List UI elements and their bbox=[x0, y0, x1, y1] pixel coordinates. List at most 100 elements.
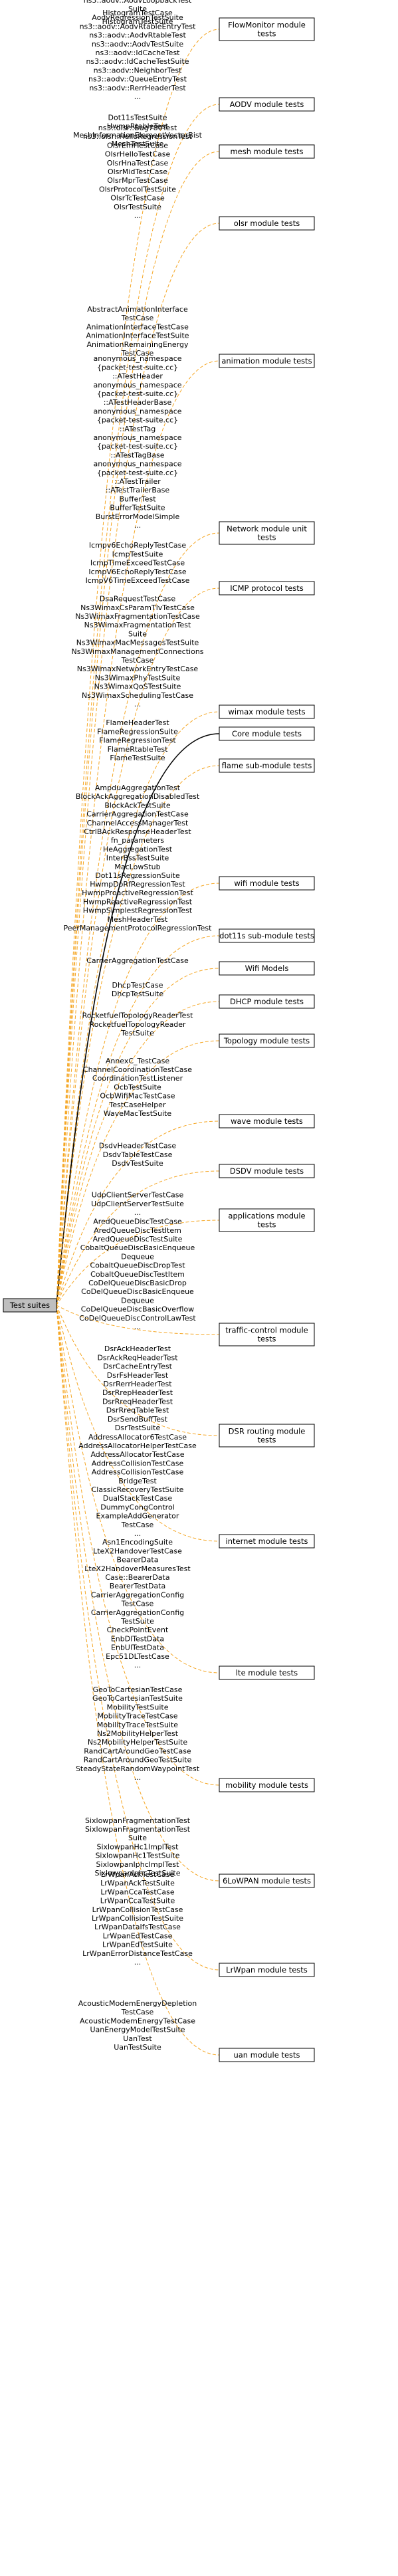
module-node-label: traffic-control module bbox=[225, 1326, 308, 1335]
edge-label-line: ... bbox=[134, 1323, 142, 1331]
edge-label-line: TestCase bbox=[121, 2008, 154, 2016]
module-node-wifi[interactable]: wifi module tests bbox=[219, 876, 315, 891]
edge-label-line: {packet-test-suite.cc} bbox=[97, 363, 178, 372]
module-node-olsr[interactable]: olsr module tests bbox=[219, 216, 315, 231]
edge-label-line: Suite bbox=[128, 629, 147, 638]
edge-label-line: UanTestSuite bbox=[114, 2043, 161, 2052]
edge-labels-layer: HistogramTestCaseHistogramTestSuitens3::… bbox=[64, 0, 213, 2052]
module-node-box bbox=[219, 1424, 315, 1448]
edge-label-line: UdpClientServerTestCase bbox=[92, 1191, 184, 1200]
edge-label-line: ::ATestTrailer bbox=[114, 477, 161, 486]
module-node-flame[interactable]: flame sub-module tests bbox=[219, 758, 315, 773]
edge-lte bbox=[56, 1305, 220, 1673]
module-node-label: tests bbox=[257, 533, 276, 542]
edge-label-line: AnnexC_TestCase bbox=[106, 1057, 170, 1065]
edge-wave bbox=[56, 1121, 220, 1306]
edge-label-line: EnbDlTestData bbox=[111, 1634, 164, 1643]
edge-label-wimax: DsaRequestTestCaseNs3WimaxCsParamTlvTest… bbox=[71, 595, 203, 708]
module-node-box bbox=[219, 1208, 315, 1232]
edge-flowmonitor bbox=[56, 29, 220, 1306]
edge-label-line: CarrierAggregationConfig bbox=[91, 1608, 184, 1617]
module-node-core[interactable]: Core module tests bbox=[219, 726, 315, 741]
edge-label-line: TestCaseHelper bbox=[109, 1101, 166, 1109]
edge-label-line: FlameHeaderTest bbox=[106, 718, 169, 727]
root-node-box bbox=[3, 1298, 57, 1313]
module-node-wave[interactable]: wave module tests bbox=[219, 1114, 315, 1128]
edge-label-line: OlsrTestSuite bbox=[114, 203, 161, 211]
module-node-label: lte module tests bbox=[236, 1668, 298, 1677]
module-node-internet[interactable]: internet module tests bbox=[219, 1534, 315, 1549]
edge-label-line: Icmpv6EchoReplyTestCase bbox=[89, 541, 186, 550]
edge-label-line: CarrierAggregationTestCase bbox=[86, 956, 189, 965]
edge-label-line: CoDelQueueDiscControlLawTest bbox=[79, 1314, 196, 1323]
edge-label-line: Dot11sTestSuite bbox=[108, 113, 167, 122]
edge-label-line: GeoToCartesianTestCase bbox=[93, 1685, 183, 1694]
module-node-mobility[interactable]: mobility module tests bbox=[219, 1778, 315, 1792]
module-node-box bbox=[219, 144, 315, 159]
module-node-dot11s[interactable]: dot11s sub-module tests bbox=[219, 928, 315, 943]
edge-label-line: Suite bbox=[128, 1834, 147, 1842]
edge-label-line: ... bbox=[134, 700, 142, 708]
edge-label-line: AnimationInterfaceTestCase bbox=[86, 322, 189, 331]
edge-label-line: DsdvHeaderTestCase bbox=[99, 1142, 177, 1150]
edge-label-line: DhcpTestCase bbox=[112, 981, 163, 990]
edge-label-line: DsrRrepHeaderTest bbox=[102, 1388, 173, 1397]
module-node-box bbox=[219, 1778, 315, 1792]
module-node-mesh[interactable]: mesh module tests bbox=[219, 144, 315, 159]
edge-dsr bbox=[56, 1305, 220, 1436]
edge-label-line: CoDelQueueDiscBasicDrop bbox=[88, 1279, 187, 1287]
edge-label-line: LrWpanEdTestSuite bbox=[102, 1941, 173, 1949]
module-node-label: ICMP protocol tests bbox=[230, 584, 304, 593]
edge-label-line: SixlowpanHc1TestSuite bbox=[95, 1852, 179, 1860]
module-node-label: LrWpan module tests bbox=[226, 1965, 308, 1975]
edge-dhcp bbox=[56, 1001, 220, 1306]
edge-network bbox=[56, 532, 220, 1306]
edge-label-line: BridgeTest bbox=[118, 1477, 157, 1485]
edge-label-line: Ns3WimaxFragmentationTest bbox=[84, 621, 191, 629]
edge-label-lte: Asn1EncodingSuiteLteX2HandoverTestCaseBe… bbox=[84, 1538, 191, 1669]
edge-label-line: AcousticModemEnergyTestCase bbox=[80, 2016, 195, 2025]
module-node-box bbox=[219, 1874, 315, 1888]
edge-label-line: ChannelAccessManagerTest bbox=[87, 819, 189, 827]
edge-label-line: BufferTestSuite bbox=[110, 504, 165, 512]
edge-label-line: EnbUlTestData bbox=[111, 1644, 164, 1652]
module-node-aodv[interactable]: AODV module tests bbox=[219, 97, 315, 112]
edge-label-line: AnimationRemainingEnergy bbox=[86, 340, 188, 349]
edge-label-line: FlameRtableTest bbox=[108, 745, 168, 754]
module-node-dsdv[interactable]: DSDV module tests bbox=[219, 1164, 315, 1178]
edge-label-line: ::ATestHeader bbox=[112, 372, 163, 381]
edge-label-line: CobaltQueueDiscTestItem bbox=[90, 1270, 185, 1279]
module-node-sixlowpan[interactable]: 6LoWPAN module tests bbox=[219, 1874, 315, 1888]
module-node-icmp[interactable]: ICMP protocol tests bbox=[219, 581, 315, 595]
module-node-box bbox=[219, 726, 315, 741]
module-node-animation[interactable]: animation module tests bbox=[219, 354, 315, 368]
edge-label-line: SixlowpanHc1ImplTest bbox=[96, 1842, 179, 1851]
module-node-uan[interactable]: uan module tests bbox=[219, 2048, 315, 2062]
module-node-topology[interactable]: Topology module tests bbox=[219, 1033, 315, 1048]
edge-label-line: DsrRreqTableTest bbox=[106, 1406, 169, 1415]
module-node-label: 6LoWPAN module tests bbox=[223, 1876, 311, 1885]
edge-label-line: TestCase bbox=[121, 1600, 154, 1608]
edge-label-line: CoDelQueueDiscBasicOverflow bbox=[81, 1305, 194, 1314]
edge-label-line: ns3::olsr::Bug780Test bbox=[98, 124, 177, 132]
module-node-wifimodels[interactable]: Wifi Models bbox=[219, 961, 315, 976]
module-node-wimax[interactable]: wimax module tests bbox=[219, 704, 315, 719]
module-node-lte[interactable]: lte module tests bbox=[219, 1665, 315, 1680]
edge-wifi bbox=[56, 883, 220, 1306]
module-node-label: DHCP module tests bbox=[230, 997, 304, 1006]
edge-label-line: AddressAllocatorTestCase bbox=[90, 1450, 184, 1459]
module-node-dhcp[interactable]: DHCP module tests bbox=[219, 994, 315, 1009]
edge-label-line: DsrAckHeaderTest bbox=[104, 1344, 171, 1353]
root-node[interactable]: Test suites bbox=[3, 1298, 57, 1313]
module-node-lrwpan[interactable]: LrWpan module tests bbox=[219, 1963, 315, 1977]
edge-label-trafficcontrol: AredQueueDiscTestCaseAredQueueDiscTestIt… bbox=[79, 1218, 196, 1331]
edge-uan bbox=[56, 1305, 220, 2056]
